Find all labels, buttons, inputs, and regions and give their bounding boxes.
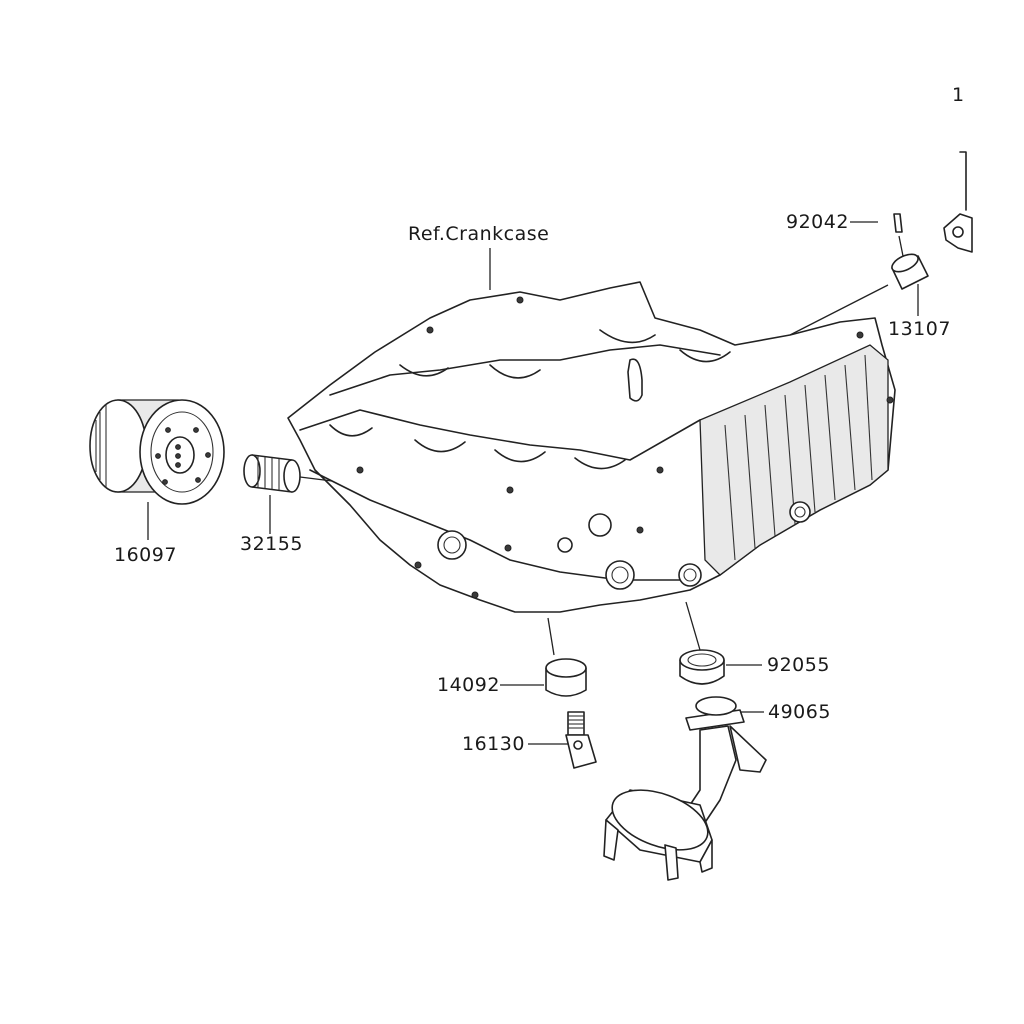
seal-drawing [679, 649, 725, 685]
sleeve-drawing [891, 253, 929, 290]
part-label-16097: 16097 [114, 544, 177, 566]
cropped-part-label: 1 [952, 84, 965, 106]
crankcase-drawing [287, 281, 896, 613]
part-label-14092: 14092 [437, 674, 500, 696]
part-label-13107: 13107 [888, 318, 951, 340]
part-label-49065: 49065 [768, 701, 831, 723]
strainer-drawing [603, 696, 767, 881]
cropped-part-drawing [943, 151, 973, 253]
part-label-92055: 92055 [767, 654, 830, 676]
pin-drawing [893, 213, 903, 233]
oil-filter-drawing [89, 399, 225, 505]
reference-label: Ref.Crankcase [408, 223, 550, 245]
part-label-92042: 92042 [786, 211, 849, 233]
part-label-32155: 32155 [240, 533, 303, 555]
fitting-drawing [565, 711, 597, 769]
collar-drawing [545, 658, 587, 697]
part-label-16130: 16130 [462, 733, 525, 755]
pipe-drawing [243, 454, 301, 493]
